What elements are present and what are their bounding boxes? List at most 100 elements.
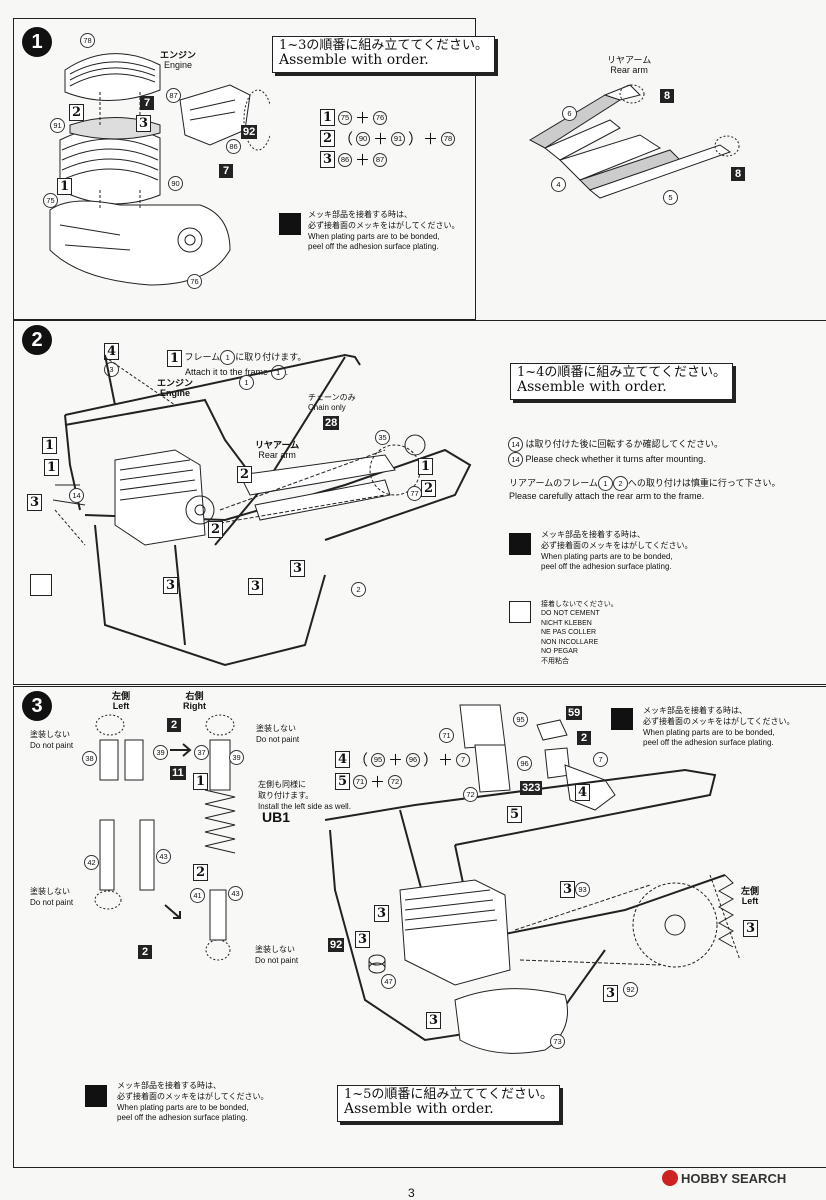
- do-not-paint-4: 塗装しない Do not paint: [255, 945, 298, 967]
- no-cement-note: 接着しないでください。 DO NOT CEMENT NICHT KLEBEN N…: [541, 600, 618, 666]
- eq5-b: 72: [388, 774, 403, 789]
- step3-label-4: 4: [575, 784, 590, 801]
- rear-num-2: 2: [612, 476, 628, 491]
- step2-rear-arm-label: リヤアーム Rear arm: [255, 440, 299, 461]
- left-en: Left: [112, 701, 130, 712]
- eq2-c: 78: [441, 131, 456, 146]
- nocement-jp: 接着しないでください。: [541, 601, 618, 608]
- watermark-text: HOBBY SEARCH: [681, 1170, 787, 1186]
- step3-bottom-jp1: メッキ部品を接着する時は、: [117, 1081, 221, 1090]
- chain-jp: チェーンのみ: [308, 393, 356, 402]
- step2-engine-label: エンジン Engine: [157, 378, 193, 399]
- step3-plating-note-top: メッキ部品を接着する時は、 必ず接着面のメッキをはがしてください。 When p…: [643, 706, 795, 749]
- step3-label-3d: 3: [603, 985, 618, 1002]
- box-92: 92: [241, 125, 258, 139]
- left2-en: Left: [741, 896, 759, 907]
- part-41: 41: [190, 888, 205, 903]
- box-8: 8: [660, 89, 674, 103]
- left2-jp: 左側: [741, 886, 760, 896]
- engine-illustration: [40, 30, 270, 290]
- nopaint4-jp: 塗装しない: [255, 945, 295, 954]
- eq3-a: 86: [338, 152, 352, 167]
- nocement-line-1: NICHT KLEBEN: [541, 619, 592, 627]
- eq4-op: ＋: [388, 751, 404, 769]
- right-en: Right: [183, 701, 206, 712]
- check-en: Please check whether it turns after moun…: [525, 454, 706, 464]
- eq1-b: 76: [373, 110, 388, 125]
- equation-3: 3 86 ＋ 87: [320, 149, 388, 170]
- step2-plating-en1: When plating parts are to be bonded,: [541, 551, 673, 561]
- eq2-pre: （: [338, 130, 354, 148]
- part-6: 6: [562, 106, 577, 121]
- step1-plating-note: メッキ部品を接着する時は、 必ず接着面のメッキをはがしてください。 When p…: [308, 210, 460, 253]
- part-5: 5: [663, 190, 678, 205]
- box-7: 7: [140, 96, 154, 110]
- equation-2: 2 （ 90 ＋ 91 ）＋ 78: [320, 128, 456, 149]
- plating-jp2: 必ず接着面のメッキをはがしてください。: [308, 220, 460, 230]
- box-59: 59: [566, 706, 583, 720]
- rotate-check-note: 14 は取り付けた後に回転するか確認してください。 14 Please chec…: [508, 437, 723, 467]
- motorcycle-illustration: [305, 700, 785, 1070]
- part-35: 35: [375, 430, 390, 445]
- eq4-pre: （: [353, 751, 369, 769]
- frame-en: Attach it to the frame: [185, 367, 269, 377]
- equation-1: 1 75 ＋ 76: [320, 107, 388, 128]
- step2-banner-en: Assemble with order.: [517, 379, 667, 396]
- step1-engine-label: エンジン Engine: [160, 50, 196, 71]
- eq4-c: 7: [456, 752, 471, 767]
- step1-banner-en: Assemble with order.: [279, 52, 429, 69]
- step2-plating-warning-icon: [509, 533, 531, 555]
- chain-label: チェーンのみ Chain only: [308, 393, 356, 412]
- rear-arm-label: リヤアーム Rear arm: [607, 55, 651, 76]
- eq5-op: ＋: [370, 773, 386, 791]
- plating-en1: When plating parts are to be bonded,: [308, 231, 440, 241]
- box-7b: 7: [219, 164, 233, 178]
- nocement-line-4: NO PEGAR: [541, 648, 578, 656]
- eq3-b: 87: [373, 152, 388, 167]
- do-not-paint-2: 塗装しない Do not paint: [256, 724, 299, 746]
- do-not-paint-3: 塗装しない Do not paint: [30, 887, 73, 909]
- left-side-label: 左側 Left: [741, 886, 759, 907]
- equation-5: 5 71 ＋ 72: [335, 771, 403, 792]
- label-4: 4: [104, 343, 119, 360]
- check-num-jp: 14: [508, 437, 523, 452]
- part-93: 93: [575, 882, 590, 897]
- plating-jp1: メッキ部品を接着する時は、: [308, 210, 412, 219]
- part-90: 90: [168, 176, 183, 191]
- eq1-op: ＋: [355, 109, 371, 127]
- step2-plating-en2: peel off the adhesion surface plating.: [541, 562, 672, 572]
- step3-plating-warning-icon-bottom: [85, 1085, 107, 1107]
- ub1-label: UB1: [262, 809, 291, 825]
- engine-label-jp: エンジン: [160, 50, 197, 60]
- nopaint1-jp: 塗装しない: [30, 730, 70, 739]
- eq3-op: ＋: [355, 151, 371, 169]
- step3-top-en2: peel off the adhesion surface plating.: [643, 738, 774, 748]
- plating-en2: peel off the adhesion surface plating.: [308, 242, 439, 252]
- check-num-en: 14: [508, 452, 523, 467]
- label-2: 2: [69, 104, 84, 121]
- part-39-right: 39: [229, 750, 244, 765]
- step3-box-2b: 2: [138, 945, 152, 959]
- frame-engine-illustration: [25, 345, 485, 675]
- rear-num-1: 1: [597, 476, 613, 491]
- eq2-box: 2: [320, 130, 335, 147]
- eq2-post: ）＋: [408, 130, 439, 148]
- frame-num: 1: [220, 350, 236, 365]
- rear-care-en: Please carefully attach the rear arm to …: [509, 491, 705, 501]
- step3-box-2c: 2: [577, 731, 591, 745]
- part-2-frame: 2: [351, 582, 366, 597]
- part-4: 4: [551, 177, 566, 192]
- step2-label-3b: 3: [163, 577, 178, 594]
- step2-rear-arm-en: Rear arm: [258, 450, 296, 461]
- step3-number: 3: [22, 691, 52, 721]
- box-8b: 8: [731, 167, 745, 181]
- nocement-line-3: NON INCOLLARE: [541, 638, 599, 646]
- part-43-right: 43: [228, 886, 243, 901]
- part-1-frame: 1: [239, 375, 254, 390]
- step2-label-2a: 2: [237, 466, 252, 483]
- step3-label-1: 1: [193, 773, 208, 790]
- part-95: 95: [513, 712, 528, 727]
- no-cement-icon-small: [30, 574, 52, 596]
